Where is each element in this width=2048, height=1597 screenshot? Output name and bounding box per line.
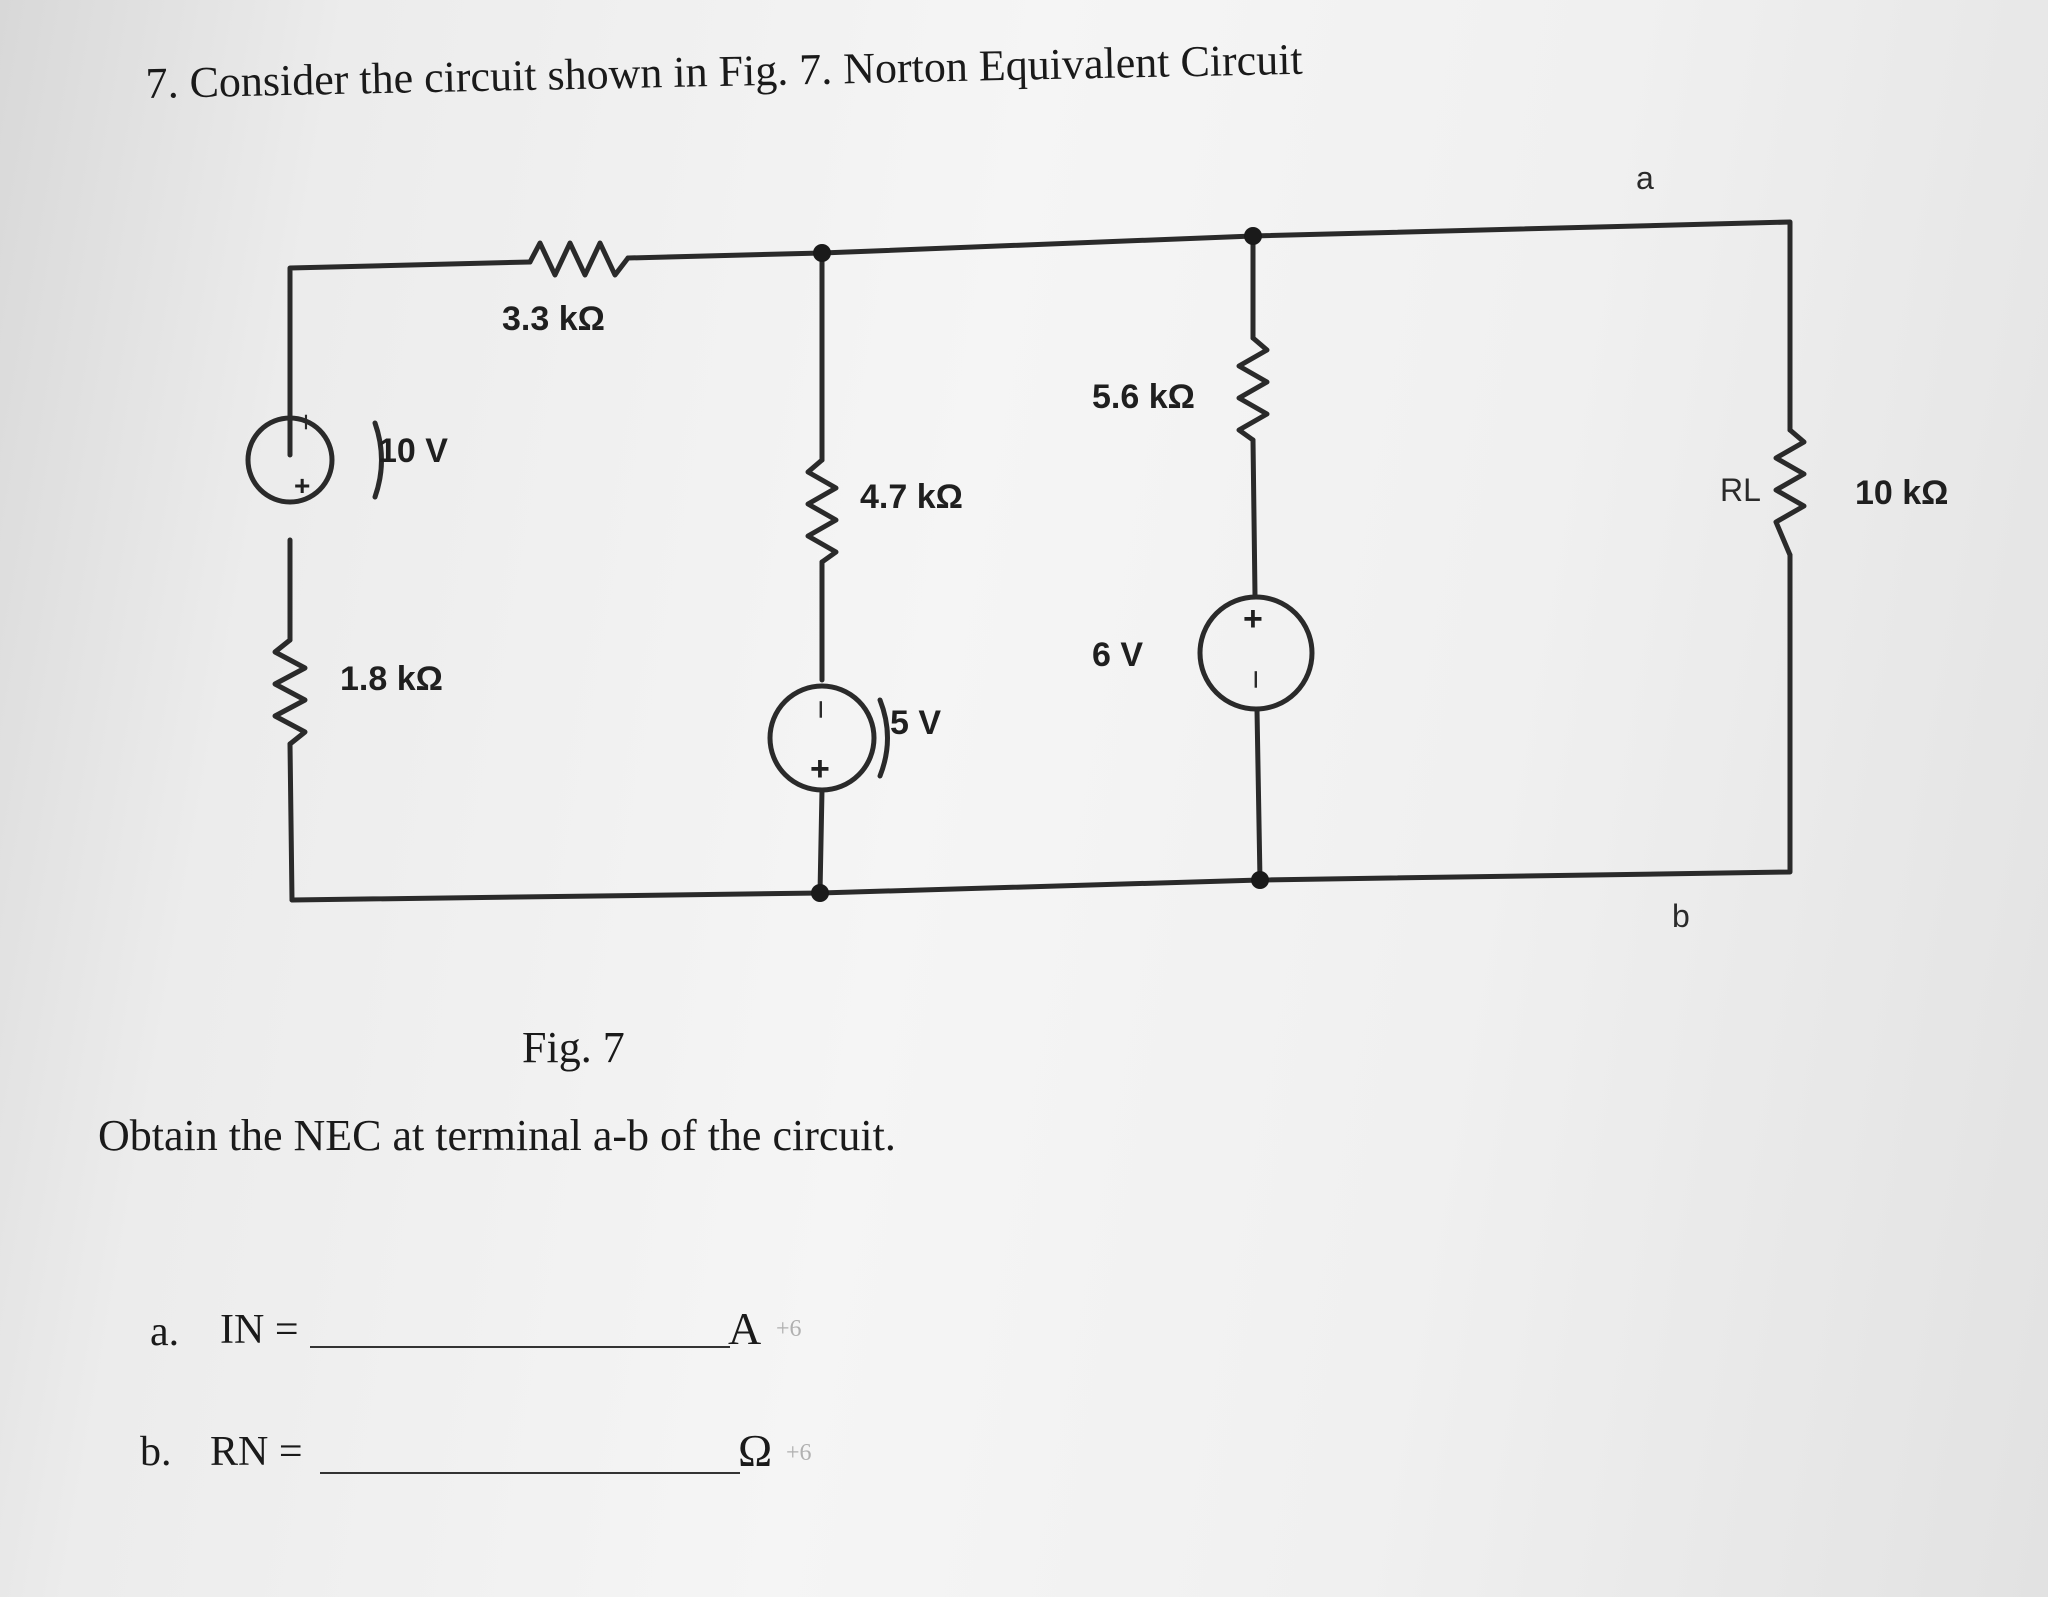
wire-bottom: [289, 552, 1793, 903]
polarity-plus-5v: +: [810, 750, 830, 788]
answer-points: +6: [776, 1316, 802, 1342]
node-bottom-mid: [811, 884, 829, 902]
answer-blank-in[interactable]: [310, 1346, 730, 1348]
terminal-b: b: [1672, 898, 1690, 934]
resistor-rl: [1773, 427, 1807, 558]
polarity-plus-6v: +: [1243, 600, 1263, 638]
bracket-10v: [372, 420, 384, 500]
wire-right-mid: [1250, 437, 1258, 598]
wire-right-bottom: [1254, 707, 1263, 883]
label-r3: 4.7 kΩ: [860, 478, 963, 516]
answer-points: +6: [786, 1440, 812, 1466]
source-10v: [245, 415, 335, 505]
node-top-mid: [813, 244, 831, 262]
label-v1: 10 V: [378, 432, 448, 470]
label-v2: 5 V: [890, 704, 942, 742]
answer-label: IN =: [220, 1307, 299, 1353]
node-top-right: [1244, 227, 1262, 245]
resistor-3.3k: [527, 240, 631, 278]
answer-prefix: a.: [150, 1309, 180, 1355]
answer-unit: Ω: [738, 1425, 773, 1476]
answer-label: RN =: [210, 1429, 303, 1475]
label-r4: 5.6 kΩ: [1092, 378, 1195, 416]
terminal-a: a: [1636, 160, 1654, 196]
answer-prefix: b.: [140, 1429, 172, 1475]
label-v3: 6 V: [1092, 636, 1144, 674]
wire-top-right: [819, 219, 1793, 433]
answer-blank-rn[interactable]: [320, 1472, 740, 1474]
figure-caption: Fig. 7: [522, 1023, 625, 1072]
polarity-minus-10v: −: [288, 413, 322, 431]
source-6v: [1197, 594, 1315, 712]
resistor-5.6k: [1236, 335, 1270, 443]
wire-mid-bottom: [817, 787, 825, 896]
polarity-plus-10v: +: [294, 470, 311, 501]
source-5v: [767, 683, 877, 793]
label-r2: 1.8 kΩ: [340, 660, 443, 698]
label-r1: 3.3 kΩ: [502, 300, 605, 338]
wire-top-mid: [625, 250, 825, 261]
bracket-5v: [877, 697, 890, 779]
resistor-1.8k: [272, 637, 308, 747]
wire-top-left: [287, 259, 533, 458]
resistor-4.7k: [805, 457, 839, 565]
polarity-minus-6v: −: [1236, 669, 1275, 690]
answer-unit: A: [728, 1303, 762, 1354]
wire-left-bottom: [287, 741, 295, 903]
label-rl-value: 10 kΩ: [1855, 474, 1949, 512]
node-bottom-right: [1251, 871, 1269, 889]
label-rl: RL: [1720, 472, 1761, 508]
question-instruction: Obtain the NEC at terminal a-b of the ci…: [98, 1111, 896, 1160]
polarity-minus-5v: −: [801, 699, 840, 720]
